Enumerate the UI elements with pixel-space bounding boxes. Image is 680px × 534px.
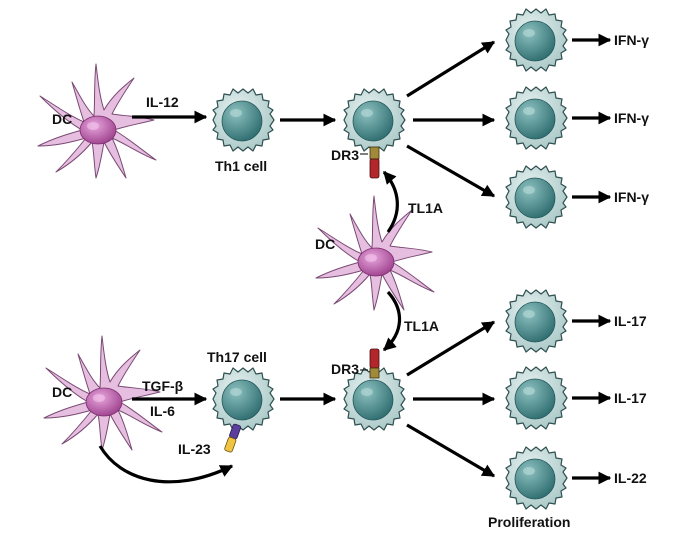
il22-label: IL-22 — [614, 470, 647, 486]
il17-label-1: IL-17 — [614, 313, 647, 329]
ifng-cell-1 — [505, 8, 568, 72]
arrow-to-il17-1 — [406, 320, 496, 377]
tl1a-label-bottom: TL1A — [404, 318, 439, 334]
il17-cell-2 — [505, 366, 568, 430]
ifng-cell-2 — [505, 86, 568, 150]
th1-cell — [212, 88, 275, 152]
dr3-receptor-bottom — [369, 348, 380, 379]
il6-label: IL-6 — [150, 403, 175, 419]
ifng-label-1: IFN-γ — [614, 32, 649, 48]
th17-cell — [212, 367, 275, 431]
tl1a-label-top: TL1A — [408, 200, 443, 216]
arrow-to-il22 — [406, 423, 496, 478]
il17-label-2: IL-17 — [614, 390, 647, 406]
th1-cell-label: Th1 cell — [215, 158, 267, 174]
proliferation-label: Proliferation — [488, 514, 570, 530]
dc-label-bottom: DC — [52, 384, 72, 400]
dr3-label-top: DR3 — [331, 147, 359, 163]
arrow-to-ifng-3 — [406, 144, 496, 198]
arrow-tl1a-to-dr3-bottom — [382, 290, 402, 352]
arrow-tl1a-to-dr3-top — [382, 170, 399, 233]
th1-effector-cell — [343, 88, 406, 152]
il12-label: IL-12 — [146, 94, 179, 110]
arrow-il23-to-th17 — [98, 445, 234, 484]
th17-cell-label: Th17 cell — [207, 349, 267, 365]
arrow-to-ifng-1 — [406, 40, 496, 98]
il22-cell — [505, 446, 568, 510]
dr3-receptor-top — [369, 146, 380, 179]
dr3-label-bottom: DR3 — [331, 361, 359, 377]
ifng-label-2: IFN-γ — [614, 110, 649, 126]
dc-label-top: DC — [52, 111, 72, 127]
il17-cell-1 — [505, 289, 568, 353]
ifng-label-3: IFN-γ — [614, 189, 649, 205]
dc-label-middle: DC — [315, 236, 335, 252]
il23-label: IL-23 — [178, 441, 211, 457]
tgfb-label: TGF-β — [142, 378, 184, 394]
ifng-cell-3 — [505, 165, 568, 229]
il23-receptor — [224, 423, 242, 453]
